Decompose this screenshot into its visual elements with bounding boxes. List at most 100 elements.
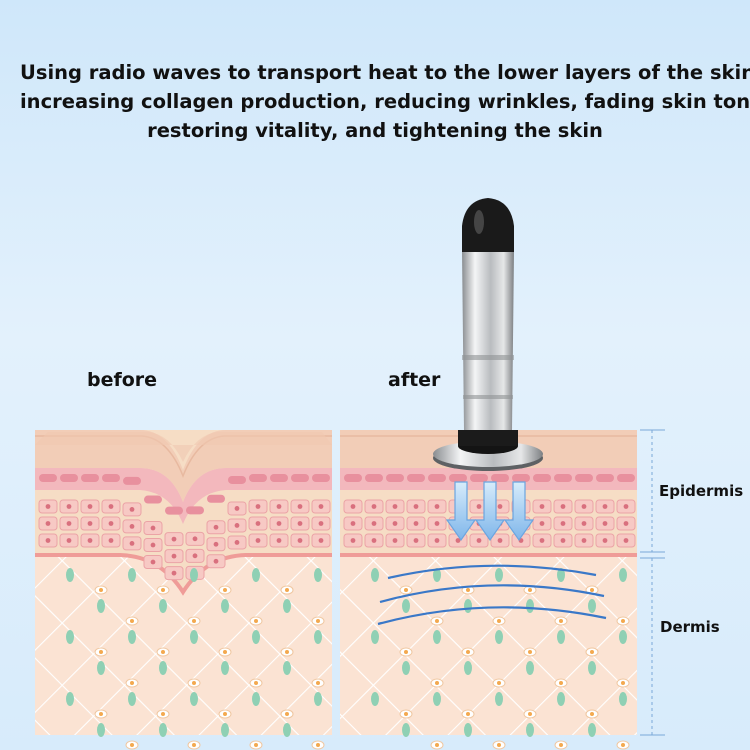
- cell-nucleus: [560, 504, 566, 509]
- cell-nucleus: [434, 521, 440, 526]
- collagen-fiber: [433, 568, 441, 582]
- cell-nucleus: [476, 504, 482, 509]
- cell: [407, 474, 425, 482]
- collagen-fiber: [588, 599, 596, 613]
- cell-nucleus: [87, 521, 93, 526]
- dermis-cell-core: [528, 588, 532, 592]
- cell: [60, 474, 78, 482]
- dermis-cell-core: [130, 619, 134, 623]
- cell-nucleus: [255, 521, 261, 526]
- cell: [596, 474, 614, 482]
- cell: [102, 474, 120, 482]
- cell-nucleus: [539, 538, 545, 543]
- dermis-cell-core: [223, 650, 227, 654]
- cell-nucleus: [476, 538, 482, 543]
- dermis-cell-core: [528, 712, 532, 716]
- collagen-fiber: [221, 599, 229, 613]
- radio-wave-icon: [377, 564, 607, 626]
- after-label: after: [388, 369, 441, 391]
- cell: [207, 494, 225, 503]
- collagen-fiber: [464, 661, 472, 675]
- dermis-cell-core: [99, 712, 103, 716]
- cell-nucleus: [318, 521, 324, 526]
- collagen-fiber: [371, 630, 379, 644]
- cell-nucleus: [66, 538, 72, 543]
- cell-nucleus: [434, 538, 440, 543]
- cell-nucleus: [623, 521, 629, 526]
- dermis-cell-core: [466, 588, 470, 592]
- collagen-fiber: [159, 723, 167, 737]
- collagen-fiber: [159, 661, 167, 675]
- dermis-cell-core: [223, 588, 227, 592]
- collagen-fiber: [221, 723, 229, 737]
- collagen-fiber: [557, 630, 565, 644]
- dermis-cell-core: [161, 712, 165, 716]
- cell-nucleus: [192, 553, 198, 559]
- dermis-cell-core: [285, 650, 289, 654]
- cell-nucleus: [150, 542, 156, 548]
- dermis-cell-core: [621, 681, 625, 685]
- cell: [312, 474, 330, 482]
- dermis-cell-core: [466, 650, 470, 654]
- collagen-fiber: [128, 692, 136, 706]
- collagen-fiber: [464, 723, 472, 737]
- cell-nucleus: [213, 541, 219, 547]
- cell: [491, 474, 509, 482]
- cell-nucleus: [413, 538, 419, 543]
- cell-nucleus: [234, 523, 240, 528]
- cell-nucleus: [623, 538, 629, 543]
- cell-nucleus: [602, 504, 608, 509]
- cell-nucleus: [171, 570, 177, 576]
- cell-nucleus: [371, 521, 377, 526]
- arrow: [474, 481, 506, 542]
- cell: [554, 474, 572, 482]
- dermis-cell-core: [99, 588, 103, 592]
- cell-nucleus: [108, 521, 114, 526]
- collagen-fiber: [402, 723, 410, 737]
- collagen-fiber: [66, 692, 74, 706]
- dermis-cell-core: [590, 650, 594, 654]
- before-top-face: [35, 432, 332, 462]
- cell-nucleus: [371, 504, 377, 509]
- collagen-fiber: [371, 692, 379, 706]
- collagen-fiber: [402, 599, 410, 613]
- cell: [449, 474, 467, 482]
- collagen-fiber: [526, 661, 534, 675]
- dermis-label: Dermis: [660, 618, 720, 636]
- cell-nucleus: [276, 538, 282, 543]
- cell: [428, 474, 446, 482]
- cell: [512, 474, 530, 482]
- cell-nucleus: [171, 553, 177, 559]
- collagen-fiber: [190, 692, 198, 706]
- cell: [123, 476, 141, 485]
- cell: [386, 474, 404, 482]
- cell-nucleus: [297, 538, 303, 543]
- cell-nucleus: [297, 521, 303, 526]
- dermis-cell-core: [621, 743, 625, 747]
- epidermis-label: Epidermis: [659, 482, 744, 500]
- cell-nucleus: [413, 504, 419, 509]
- dermis-cell-core: [316, 681, 320, 685]
- collagen-fiber: [283, 661, 291, 675]
- collagen-fiber: [66, 568, 74, 582]
- dermis-cell-core: [466, 712, 470, 716]
- dermis-cell-core: [435, 743, 439, 747]
- cell-nucleus: [318, 538, 324, 543]
- collagen-fiber: [190, 630, 198, 644]
- collagen-fiber: [314, 568, 322, 582]
- cell-nucleus: [392, 504, 398, 509]
- cell-nucleus: [560, 538, 566, 543]
- dermis-cell-core: [254, 619, 258, 623]
- collagen-fiber: [588, 661, 596, 675]
- dermis-cell-core: [621, 619, 625, 623]
- cell: [365, 474, 383, 482]
- headline: Using radio waves to transport heat to t…: [20, 58, 750, 145]
- cell-nucleus: [581, 538, 587, 543]
- collagen-fiber: [557, 692, 565, 706]
- cell-nucleus: [66, 521, 72, 526]
- cell-nucleus: [171, 536, 177, 542]
- dermis-cell-core: [192, 743, 196, 747]
- cell-nucleus: [276, 521, 282, 526]
- rf-probe-icon: [433, 198, 543, 471]
